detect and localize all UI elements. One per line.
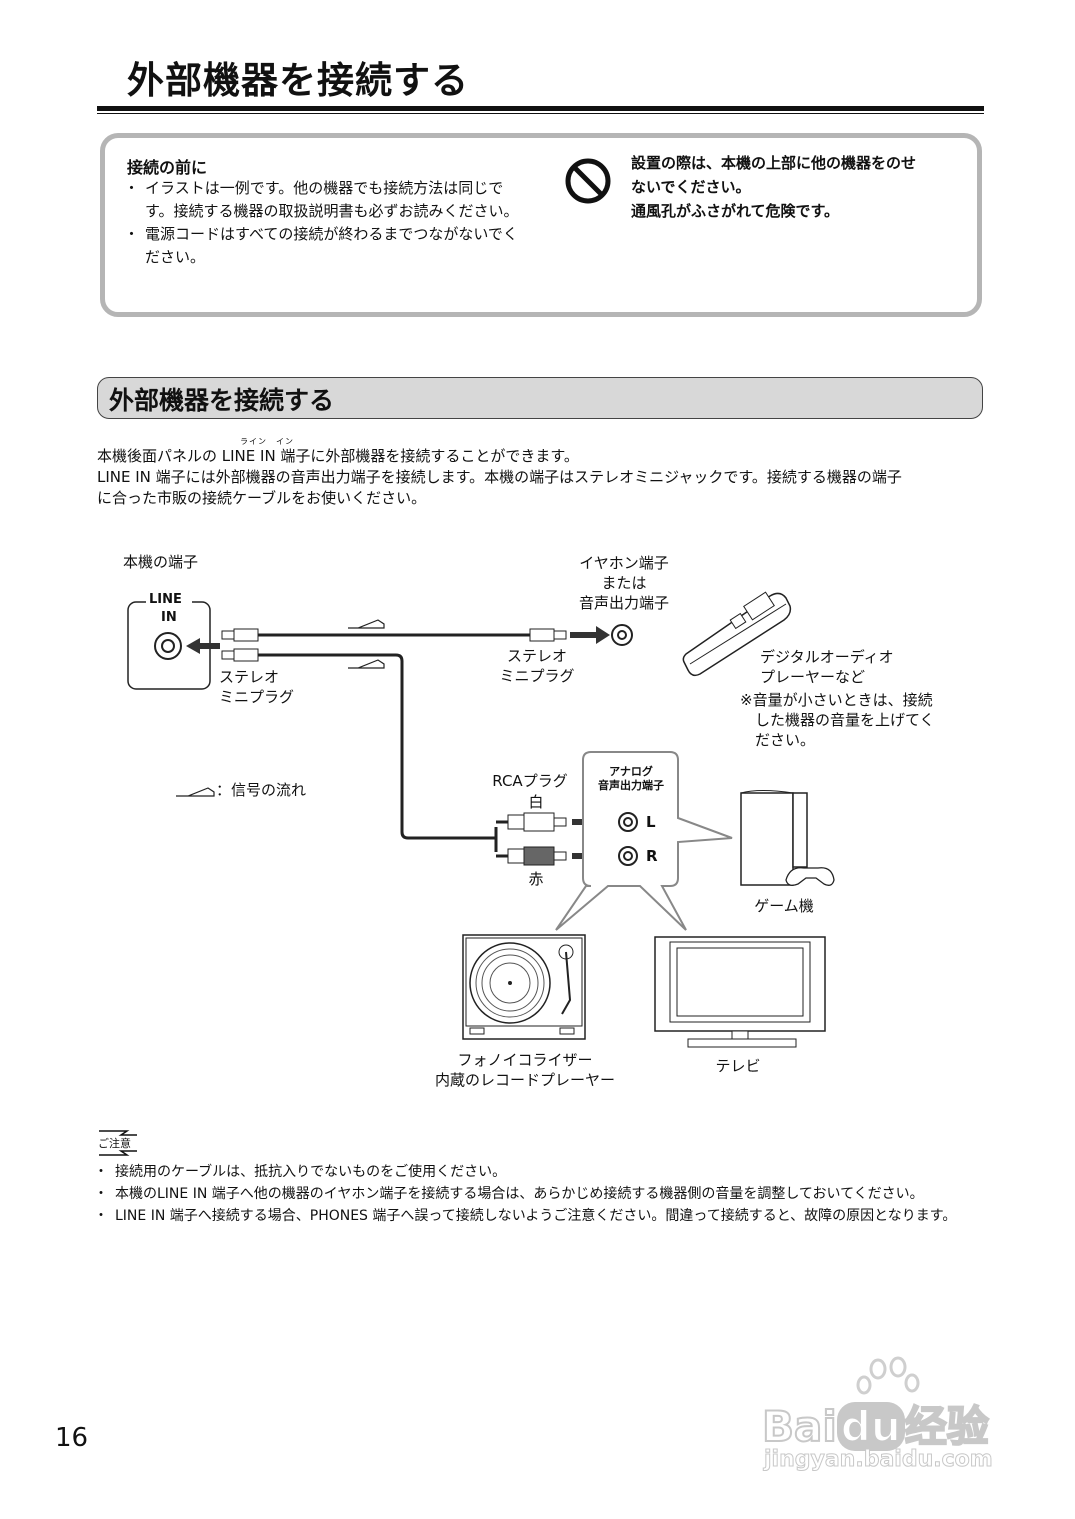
label-line: アナログ (609, 765, 653, 778)
mini-plug-bottom (221, 648, 498, 852)
ruby-line-in: ライン イン (240, 437, 294, 446)
signal-arrow-icon (348, 619, 385, 629)
label-line: ミニプラグ (499, 667, 575, 685)
game-console-illustration (740, 790, 835, 886)
digital-audio-player-illustration (682, 591, 792, 677)
notice-list: イラストは一例です。他の機器でも接続方法は同じです。接続する機器の取扱説明書も必… (124, 177, 527, 269)
notice-item: 電源コードはすべての接続が終わるまでつながないでください。 (124, 223, 527, 269)
warning-line: 通風孔がふさがれて危険です。 (631, 202, 840, 220)
line-in-jack (154, 632, 182, 660)
earphone-jack (611, 624, 633, 646)
label-line: 音声出力端子 (598, 779, 664, 792)
arrow-into-line-in (186, 638, 200, 654)
signal-flow-legend: ：信号の流れ (216, 781, 307, 799)
watermark-url: jingyan.baidu.com (764, 1447, 994, 1473)
label-line: または (601, 574, 647, 592)
record-player-label: フォノイコライザー 内蔵のレコードプレーヤー (420, 1050, 630, 1090)
channel-l-label: L (646, 813, 656, 831)
label-line: 内蔵のレコードプレーヤー (434, 1071, 615, 1089)
arrow-to-earphone (570, 632, 596, 638)
signal-arrow-legend-icon (176, 787, 215, 797)
section-heading-bar (97, 377, 983, 419)
channel-r-label: R (646, 847, 658, 865)
label-line: ステレオ (219, 668, 280, 686)
label-line: 音声出力端子 (578, 594, 669, 612)
notice-item: イラストは一例です。他の機器でも接続方法は同じです。接続する機器の取扱説明書も必… (124, 177, 527, 223)
warning-line: 設置の際は、本機の上部に他の機器をのせ (631, 154, 917, 172)
caution-list: 接続用のケーブルは、抵抗入りでないものをご使用ください。 本機のLINE IN … (94, 1162, 987, 1228)
warning-text: 設置の際は、本機の上部に他の機器をのせ ないでください。 通風孔がふさがれて危険… (631, 151, 961, 223)
caution-item: 本機のLINE IN 端子へ他の機器のイヤホン端子を接続する場合は、あらかじめ接… (94, 1184, 987, 1204)
unit-terminal-label: 本機の端子 (123, 553, 199, 571)
notice-heading: 接続の前に (127, 158, 208, 177)
label-line: フォノイコライザー (457, 1051, 593, 1069)
watermark-brand-du: du (836, 1401, 905, 1452)
intro-text: 本機後面パネルの LINE IN 端子に外部機器を接続することができます。 LI… (97, 446, 987, 509)
rca-white-label: 白 (528, 793, 544, 811)
caution-item: 接続用のケーブルは、抵抗入りでないものをご使用ください。 (94, 1162, 987, 1182)
rca-plug-red (507, 846, 567, 866)
signal-arrow-icon (348, 659, 385, 669)
line-in-label: IN (161, 610, 177, 625)
label-line: ミニプラグ (219, 688, 295, 706)
stereo-mini-plug-label-left: ステレオ ミニプラグ (219, 667, 294, 707)
title-rule (97, 106, 984, 111)
label-line: ※音量が小さいときは、接続 (740, 691, 933, 709)
intro-line: LINE IN 端子には外部機器の音声出力端子を接続します。本機の端子はステレオ… (97, 468, 902, 486)
label-line: ステレオ (506, 647, 567, 665)
tv-illustration (654, 936, 826, 1048)
label-line: デジタルオーディオ (760, 648, 894, 666)
page-number: 16 (55, 1423, 89, 1453)
analog-jack-r (618, 846, 638, 866)
caution-icon-label: ご注意 (98, 1136, 131, 1150)
paw-icon (856, 1356, 920, 1395)
warning-line: ないでください。 (631, 178, 751, 196)
label-line: プレーヤーなど (760, 668, 866, 686)
baidu-watermark-logo: Baidu经验 jingyan.baidu.com (761, 1355, 1012, 1485)
stereo-mini-plug-label-right: ステレオ ミニプラグ (492, 646, 582, 686)
intro-line: に合った市販の接続ケーブルをお使いください。 (97, 489, 427, 507)
rca-red-label: 赤 (528, 870, 544, 888)
analog-output-callout (555, 751, 733, 931)
analog-output-label: アナログ 音声出力端子 (590, 765, 672, 793)
digital-player-label: デジタルオーディオ プレーヤーなど (760, 647, 894, 687)
earphone-terminal-label: イヤホン端子 または 音声出力端子 (572, 553, 676, 613)
label-line: した機器の音量を上げてく (755, 711, 935, 729)
notice-box (100, 133, 982, 317)
intro-line: 本機後面パネルの LINE IN 端子に外部機器を接続することができます。 (97, 447, 579, 465)
line-in-label: LINE (149, 592, 182, 607)
rca-plug-white (507, 812, 567, 832)
title-rule-thin (97, 113, 984, 114)
no-entry-icon (565, 158, 611, 204)
page-title: 外部機器を接続する (127, 59, 469, 102)
label-line: ださい。 (755, 731, 816, 749)
mini-plug-top (221, 628, 567, 642)
tv-label: テレビ (715, 1057, 761, 1075)
section-title: 外部機器を接続する (109, 386, 335, 415)
rca-plug-label: RCAプラグ (492, 772, 568, 790)
volume-note: ※音量が小さいときは、接続 した機器の音量を上げてく ださい。 (740, 690, 935, 750)
caution-item: LINE IN 端子へ接続する場合、PHONES 端子へ誤って接続しないようご注… (94, 1206, 987, 1226)
watermark-brand-jingyan: 经验 (904, 1401, 990, 1452)
label-line: イヤホン端子 (579, 554, 669, 572)
caution-icon: ご注意 (98, 1130, 137, 1156)
analog-jack-l (618, 812, 638, 832)
record-player-illustration (462, 934, 586, 1040)
game-console-label: ゲーム機 (754, 897, 814, 915)
watermark-brand: Bai (761, 1401, 838, 1452)
